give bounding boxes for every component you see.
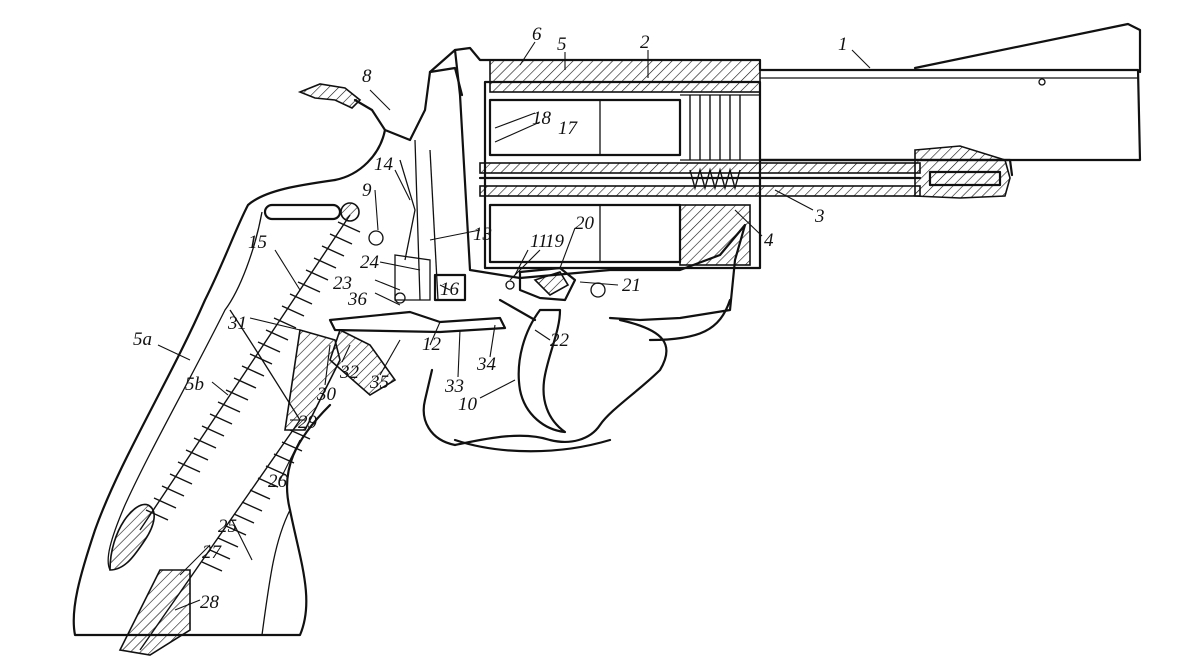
- trigger: [498, 282, 606, 434]
- ref-label-17: 17: [558, 118, 579, 139]
- cylinder: [483, 59, 762, 270]
- ref-label-10: 10: [458, 394, 478, 415]
- internal-linkage: [328, 159, 577, 396]
- ref-label-29: 29: [298, 412, 318, 433]
- ref-label-24: 24: [360, 252, 380, 273]
- ref-label-16: 16: [440, 279, 460, 300]
- ref-label-32: 32: [339, 362, 360, 383]
- reference-numerals: 1 2 3 4 5 6 8 9 10 11 12 13 14 15 16 17 …: [133, 24, 848, 613]
- hammer: [297, 66, 464, 301]
- ref-label-35: 35: [369, 372, 389, 393]
- ref-label-19: 19: [545, 231, 565, 252]
- ref-label-12: 12: [422, 334, 442, 355]
- rebound-spring: [118, 328, 341, 656]
- frame: [422, 46, 762, 453]
- ref-label-18: 18: [532, 108, 552, 129]
- ref-label-11: 11: [530, 231, 548, 252]
- ref-label-6: 6: [532, 24, 542, 45]
- ref-label-27: 27: [202, 542, 223, 563]
- ref-label-23: 23: [333, 273, 352, 294]
- ref-label-31: 31: [227, 313, 247, 334]
- ref-label-20: 20: [575, 213, 595, 234]
- ref-label-15: 15: [248, 232, 267, 253]
- ref-label-22: 22: [550, 330, 570, 351]
- ref-label-26: 26: [268, 471, 288, 492]
- ref-label-21: 21: [622, 275, 641, 296]
- ref-label-36: 36: [347, 289, 368, 310]
- ref-label-2: 2: [640, 32, 650, 53]
- ref-label-5a: 5a: [133, 329, 152, 350]
- ejector-rod: [478, 145, 1011, 199]
- leader-lines: [157, 41, 871, 611]
- ref-label-14: 14: [374, 154, 394, 175]
- ref-label-33: 33: [444, 376, 464, 397]
- ref-label-8: 8: [362, 66, 372, 87]
- ref-label-4: 4: [764, 230, 774, 251]
- ref-label-1: 1: [838, 34, 848, 55]
- ref-label-34: 34: [476, 354, 497, 375]
- ref-label-30: 30: [316, 384, 337, 405]
- ref-label-13: 13: [473, 224, 492, 245]
- ref-label-25: 25: [218, 516, 237, 537]
- ref-label-9: 9: [362, 180, 372, 201]
- ref-label-28: 28: [200, 592, 220, 613]
- mainspring: [139, 202, 361, 531]
- ref-label-5: 5: [557, 34, 567, 55]
- ref-label-5b: 5b: [185, 374, 204, 395]
- ref-label-3: 3: [814, 206, 825, 227]
